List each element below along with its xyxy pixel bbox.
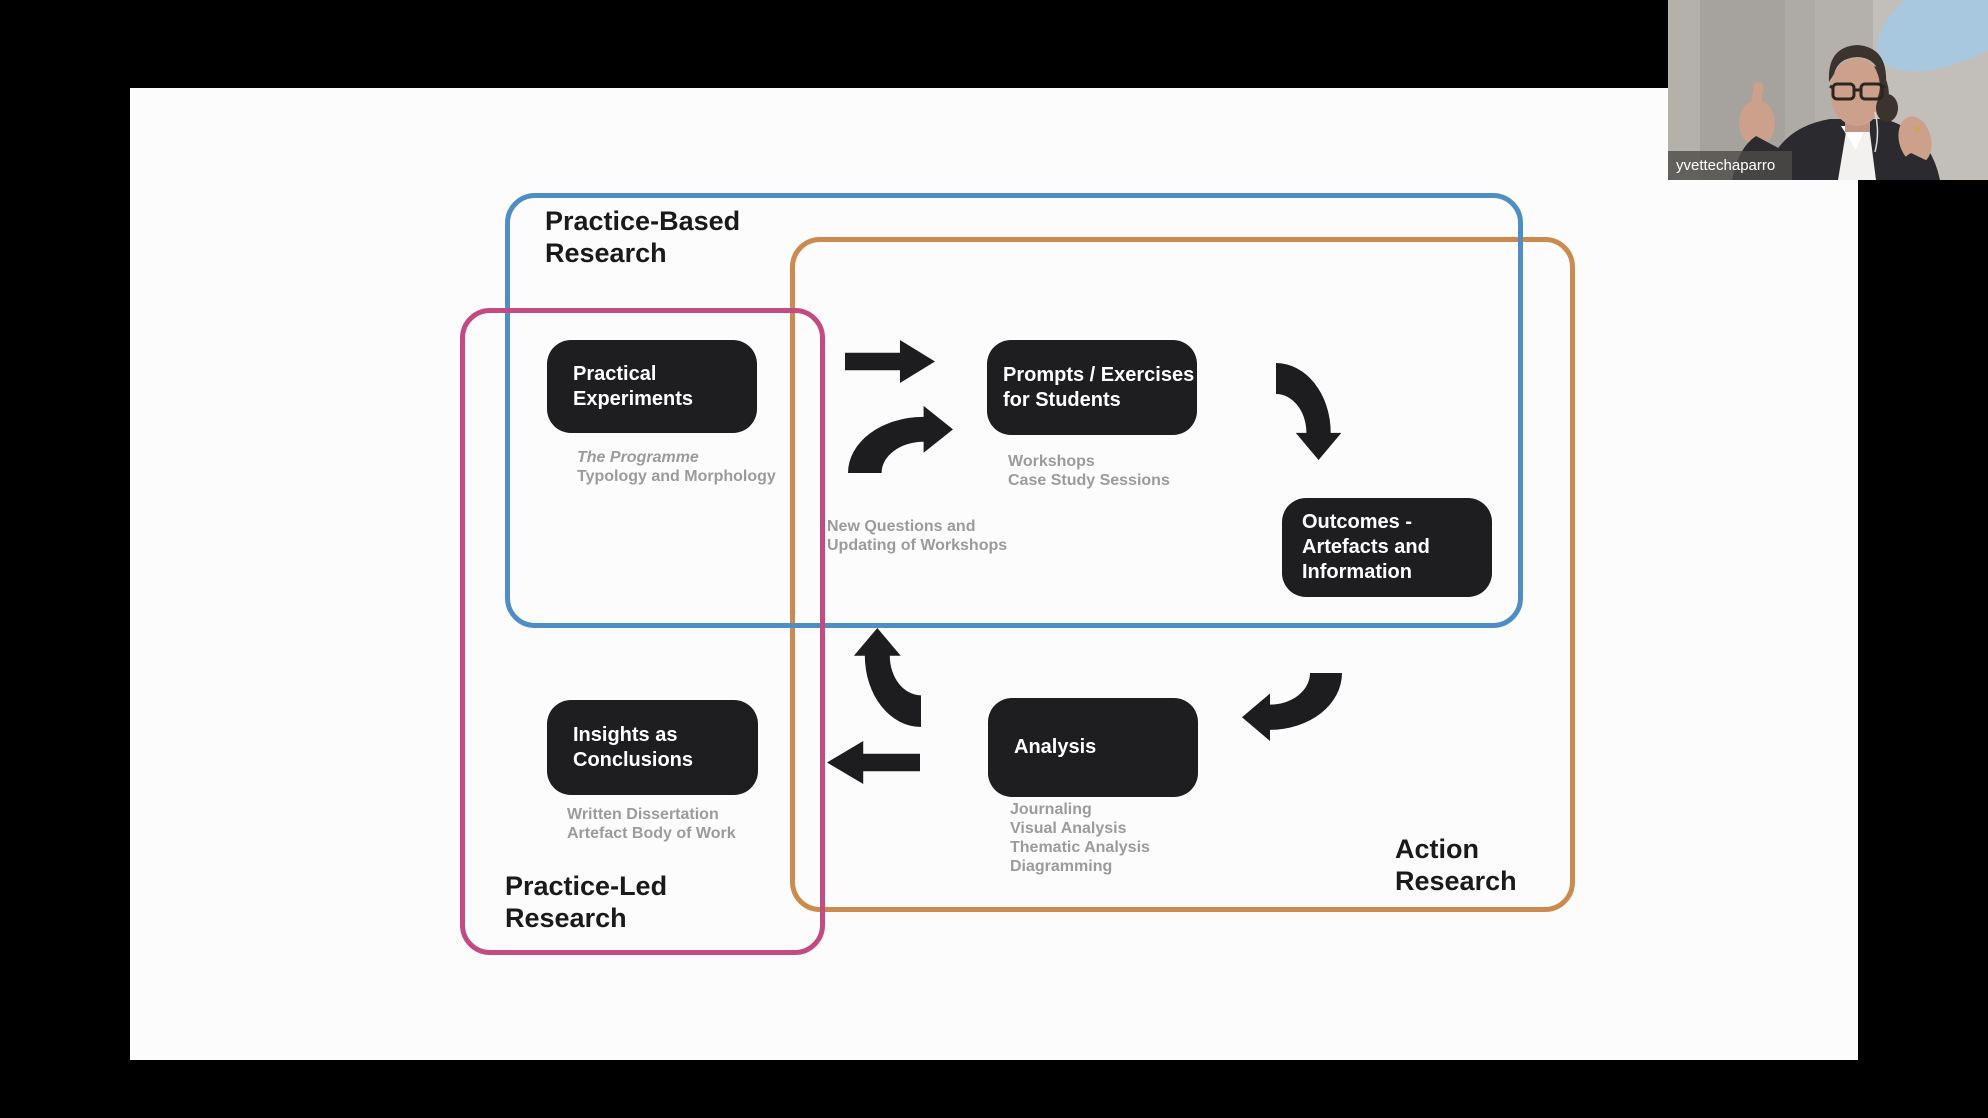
- node-analysis: Analysis: [988, 698, 1198, 797]
- action-research-label: Action Research: [1395, 833, 1517, 897]
- annotation-line: Updating of Workshops: [827, 537, 1008, 554]
- label-line: Research: [505, 903, 627, 933]
- annotation-line: Visual Analysis: [1010, 820, 1127, 837]
- node-label-line: Artefacts and: [1302, 536, 1430, 558]
- annotation-line: Workshops: [1008, 453, 1095, 470]
- participant-video-tile[interactable]: yvettechaparro: [1668, 0, 1988, 180]
- annotation-line: Case Study Sessions: [1008, 472, 1170, 489]
- annotation-practical-experiments-methods: The Programme Typology and Morphology: [577, 448, 776, 486]
- label-line: Research: [545, 238, 667, 268]
- practice-led-research-label: Practice-Led Research: [505, 870, 667, 934]
- annotation-analysis-methods: Journaling Visual Analysis Thematic Anal…: [1010, 800, 1150, 876]
- node-label-line: Information: [1302, 561, 1412, 583]
- region-practice-led-research: [460, 308, 825, 955]
- annotation-line: Written Dissertation: [567, 806, 719, 823]
- annotation-insights-outputs: Written Dissertation Artefact Body of Wo…: [567, 805, 736, 843]
- annotation-line: Typology and Morphology: [577, 468, 776, 485]
- node-label-line: Insights as: [573, 723, 678, 746]
- curved-arrow-up-right-icon: [848, 395, 953, 473]
- annotation-new-questions: New Questions and Updating of Workshops: [827, 517, 1007, 555]
- label-line: Practice-Based: [545, 206, 741, 236]
- node-outcomes-artefacts-information: Outcomes - Artefacts and Information: [1282, 498, 1492, 597]
- region-practice-based-research: [505, 193, 1523, 628]
- node-label-line: Conclusions: [573, 748, 694, 771]
- arrow-left-icon: [827, 741, 920, 784]
- label-line: Research: [1395, 866, 1517, 896]
- annotation-line: Thematic Analysis: [1010, 839, 1150, 856]
- node-label-line: Outcomes -: [1302, 511, 1413, 533]
- arrow-right-icon: [845, 340, 935, 383]
- annotation-line: Artefact Body of Work: [567, 825, 736, 842]
- region-action-research: [790, 237, 1575, 912]
- curved-arrow-up-icon: [843, 628, 921, 727]
- node-prompts-exercises-for-students: Prompts / Exercises for Students: [987, 340, 1197, 435]
- participant-webcam-illustration: [1668, 0, 1988, 180]
- participant-name-label: yvettechaparro: [1668, 151, 1792, 180]
- node-practical-experiments: Practical Experiments: [547, 340, 757, 433]
- node-label-line: Practical: [573, 362, 657, 385]
- node-label-line: Analysis: [1014, 736, 1097, 758]
- practice-based-research-label: Practice-Based Research: [545, 205, 740, 269]
- annotation-line: Diagramming: [1010, 858, 1113, 875]
- node-label-line: for Students: [1003, 388, 1121, 411]
- label-line: Action: [1395, 834, 1479, 864]
- curved-arrow-left-icon: [1242, 673, 1342, 752]
- node-insights-as-conclusions: Insights as Conclusions: [547, 700, 758, 795]
- curved-arrow-down-icon: [1276, 363, 1352, 460]
- node-label-line: Experiments: [573, 387, 694, 410]
- node-label-line: Prompts / Exercises: [1003, 363, 1195, 386]
- annotation-line: The Programme: [577, 449, 699, 466]
- annotation-prompts-methods: Workshops Case Study Sessions: [1008, 452, 1170, 490]
- shared-presentation-slide: Practice-Based Research Practice-Led Res…: [130, 88, 1858, 1060]
- annotation-line: New Questions and: [827, 518, 976, 535]
- label-line: Practice-Led: [505, 871, 668, 901]
- annotation-line: Journaling: [1010, 801, 1092, 818]
